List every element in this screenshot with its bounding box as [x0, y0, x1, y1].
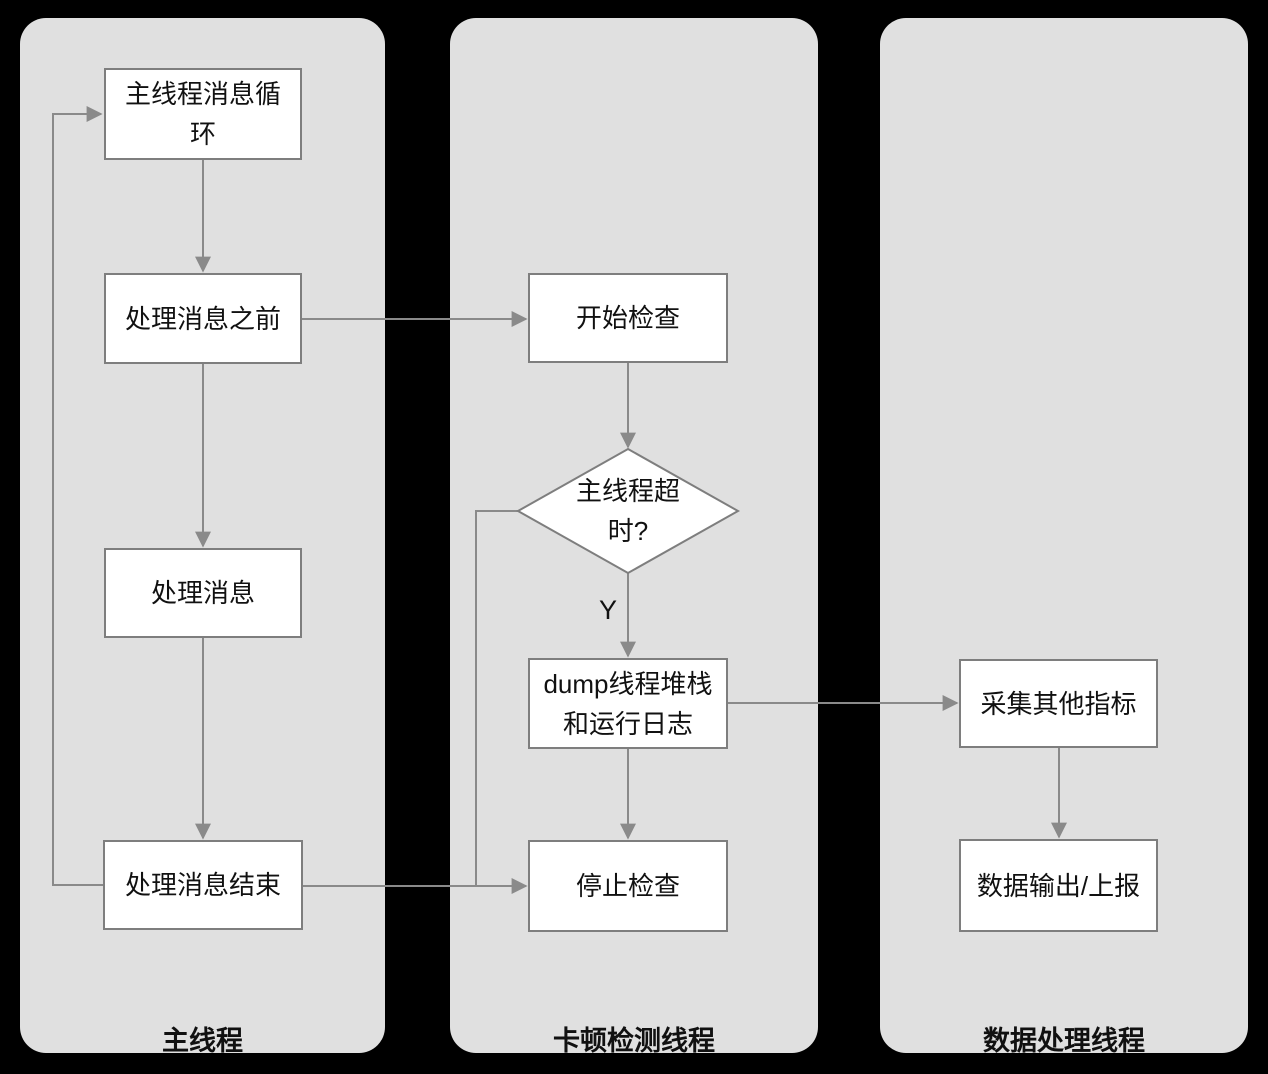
node-label: 开始检查	[575, 303, 680, 333]
node-dump-stack-and-logs: dump线程堆栈和运行日志	[528, 658, 728, 749]
node-label: 停止检查	[575, 871, 680, 901]
node-label: 处理消息	[150, 578, 255, 608]
node-label: 主线程消息循环	[124, 79, 281, 149]
node-main-thread-message-loop: 主线程消息循环	[104, 68, 302, 160]
node-stop-check: 停止检查	[528, 840, 728, 932]
node-before-process-message: 处理消息之前	[104, 273, 302, 364]
node-main-thread-timeout-decision: 主线程超时?	[568, 466, 688, 556]
node-collect-other-metrics: 采集其他指标	[959, 659, 1158, 748]
node-label: 主线程超时?	[575, 476, 680, 546]
node-label: 处理消息结束	[124, 870, 281, 900]
node-label: dump线程堆栈和运行日志	[543, 668, 713, 739]
node-process-message-end: 处理消息结束	[103, 840, 303, 930]
node-label: 采集其他指标	[980, 688, 1137, 719]
node-label: 数据输出/上报	[976, 870, 1141, 901]
edge-label-yes: Y	[598, 594, 617, 625]
node-process-message: 处理消息	[104, 548, 302, 638]
lane-lag-detect-thread-label: 卡顿检测线程	[553, 1025, 715, 1056]
node-data-output-report: 数据输出/上报	[959, 839, 1158, 932]
lane-data-process-thread-label: 数据处理线程	[983, 1025, 1145, 1056]
node-label: 处理消息之前	[124, 303, 281, 334]
node-start-check: 开始检查	[528, 273, 728, 363]
lane-main-thread-label: 主线程	[162, 1025, 243, 1056]
